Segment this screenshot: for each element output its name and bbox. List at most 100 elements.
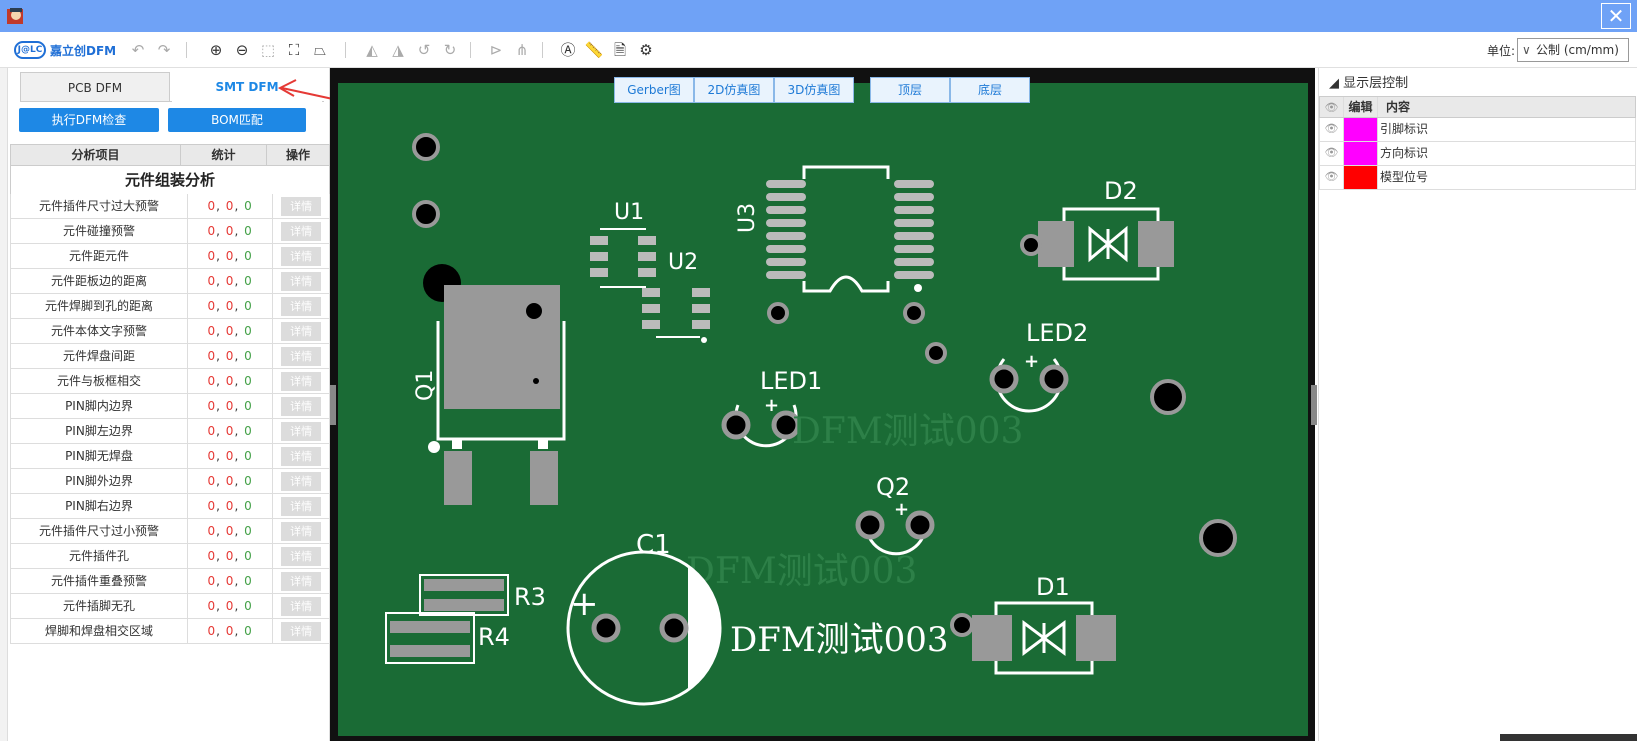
detail-button[interactable]: 详情: [281, 246, 322, 266]
analysis-item-name: PIN脚无焊盘: [11, 444, 188, 468]
analysis-item-name: 元件插件尺寸过大预警: [11, 194, 188, 218]
stat-b: 0: [225, 299, 235, 313]
flip-horizontal-icon[interactable]: ◭: [366, 41, 378, 59]
analysis-stat: 0, 0, 0: [188, 369, 274, 393]
stat-a: 0: [207, 249, 217, 263]
stat-c: 0: [244, 499, 253, 513]
layer-name: 方向标识: [1380, 146, 1429, 160]
flip-vertical-icon[interactable]: ◮: [392, 41, 404, 59]
analysis-item-name: 元件插件孔: [11, 544, 188, 568]
undo-icon[interactable]: ↶: [131, 41, 145, 59]
q2-plus: +: [894, 499, 909, 520]
layer-control-panel: ◢ 显示层控制 👁 编辑 内容 👁引脚标识👁方向标识👁模型位号: [1318, 68, 1637, 741]
left-splitter-handle[interactable]: [330, 385, 336, 425]
tab-pcb-dfm[interactable]: PCB DFM: [20, 72, 170, 102]
analysis-stat: 0, 0, 0: [188, 194, 274, 218]
r4-label: R4: [478, 623, 510, 651]
layer-color-swatch[interactable]: [1344, 118, 1378, 141]
detail-button[interactable]: 详情: [281, 421, 322, 441]
settings-icon[interactable]: ⚙: [639, 41, 653, 59]
layer-color-swatch[interactable]: [1344, 142, 1378, 165]
analysis-op: 详情: [273, 294, 329, 318]
layer-row[interactable]: 👁引脚标识: [1319, 118, 1636, 142]
detail-button[interactable]: 详情: [281, 596, 322, 616]
detail-button[interactable]: 详情: [281, 396, 322, 416]
detail-button[interactable]: 详情: [281, 521, 322, 541]
mirror-icon[interactable]: ⊳: [489, 41, 503, 59]
layer-row[interactable]: 👁 模型位号: [1319, 166, 1636, 190]
run-dfm-check-button[interactable]: 执行DFM检查: [19, 108, 159, 132]
analysis-stat: 0, 0, 0: [188, 244, 274, 268]
detail-button[interactable]: 详情: [281, 621, 322, 641]
stat-c: 0: [244, 374, 253, 388]
visibility-toggle-icon[interactable]: 👁: [1320, 142, 1344, 165]
stat-c: 0: [244, 474, 253, 488]
analysis-item-name: 元件本体文字预警: [11, 319, 188, 343]
u2-label: U2: [668, 250, 698, 275]
text-select-icon[interactable]: Ⓐ: [560, 41, 576, 59]
visibility-toggle-icon[interactable]: 👁: [1320, 166, 1344, 189]
split-view-icon[interactable]: ⋔: [515, 41, 529, 59]
analysis-stat: 0, 0, 0: [188, 294, 274, 318]
analysis-stat: 0, 0, 0: [188, 419, 274, 443]
pcb-board[interactable]: U1 U2: [338, 83, 1308, 736]
led2-plus: +: [1024, 351, 1039, 372]
layer-row[interactable]: 👁 方向标识: [1319, 142, 1636, 166]
col-op: 操作: [285, 148, 310, 162]
watermark-2: DFM测试003: [686, 551, 917, 592]
stat-a: 0: [207, 449, 217, 463]
detail-button[interactable]: 详情: [281, 546, 322, 566]
detail-button[interactable]: 详情: [281, 271, 322, 291]
detail-button[interactable]: 详情: [281, 471, 322, 491]
tab-top-layer[interactable]: 顶层: [870, 77, 950, 103]
r3-footprint: [419, 574, 509, 616]
col-stat: 统计: [181, 145, 267, 165]
layer-control-title: ◢ 显示层控制: [1329, 76, 1409, 91]
tab-3d-sim[interactable]: 3D仿真图: [774, 77, 854, 103]
pdf-export-icon[interactable]: 🗎: [613, 41, 627, 59]
analysis-op: 详情: [273, 494, 329, 518]
rotate-left-icon[interactable]: ↺: [417, 41, 431, 59]
detail-button[interactable]: 详情: [281, 346, 322, 366]
stat-c: 0: [244, 574, 253, 588]
right-splitter-handle[interactable]: [1311, 385, 1317, 425]
visibility-toggle-icon[interactable]: 👁: [1320, 118, 1344, 141]
zoom-area-icon[interactable]: ⬚: [260, 41, 276, 59]
unit-select[interactable]: ∨ 公制 (cm/mm): [1517, 38, 1629, 62]
detail-button[interactable]: 详情: [281, 196, 322, 216]
analysis-stat: 0, 0, 0: [188, 519, 274, 543]
tab-2d-sim[interactable]: 2D仿真图: [694, 77, 774, 103]
detail-button[interactable]: 详情: [281, 446, 322, 466]
bom-match-button[interactable]: BOM匹配: [168, 108, 306, 132]
analysis-op: 详情: [273, 444, 329, 468]
r4-footprint: [385, 612, 475, 664]
rotate-right-icon[interactable]: ↻: [443, 41, 457, 59]
ruler-icon[interactable]: 📏: [584, 41, 604, 59]
detail-button[interactable]: 详情: [281, 321, 322, 341]
redo-icon[interactable]: ↷: [157, 41, 171, 59]
logo-badge: J@LC: [14, 41, 46, 59]
detail-button[interactable]: 详情: [281, 496, 322, 516]
analysis-item-name: 元件焊盘间距: [11, 344, 188, 368]
stat-c: 0: [244, 399, 253, 413]
layer-color-swatch[interactable]: [1344, 166, 1378, 189]
detail-button[interactable]: 详情: [281, 221, 322, 241]
detail-button[interactable]: 详情: [281, 371, 322, 391]
tab-bottom-layer[interactable]: 底层: [950, 77, 1030, 103]
tab-smt-dfm[interactable]: SMT DFM: [172, 72, 322, 102]
close-button[interactable]: ✕: [1601, 3, 1631, 29]
detail-button[interactable]: 详情: [281, 296, 322, 316]
detail-button[interactable]: 详情: [281, 571, 322, 591]
zoom-out-icon[interactable]: ⊖: [235, 41, 249, 59]
stat-c: 0: [244, 549, 253, 563]
zoom-in-icon[interactable]: ⊕: [209, 41, 223, 59]
measure-area-icon[interactable]: ⏢: [313, 41, 326, 59]
tab-gerber[interactable]: Gerber图: [614, 77, 694, 103]
stat-c: 0: [244, 249, 253, 263]
pcb-viewer[interactable]: U1 U2: [330, 68, 1315, 741]
eye-icon[interactable]: 👁: [1320, 97, 1344, 117]
fit-view-icon[interactable]: ⛶: [288, 41, 300, 59]
layer-name: 模型位号: [1380, 170, 1429, 184]
